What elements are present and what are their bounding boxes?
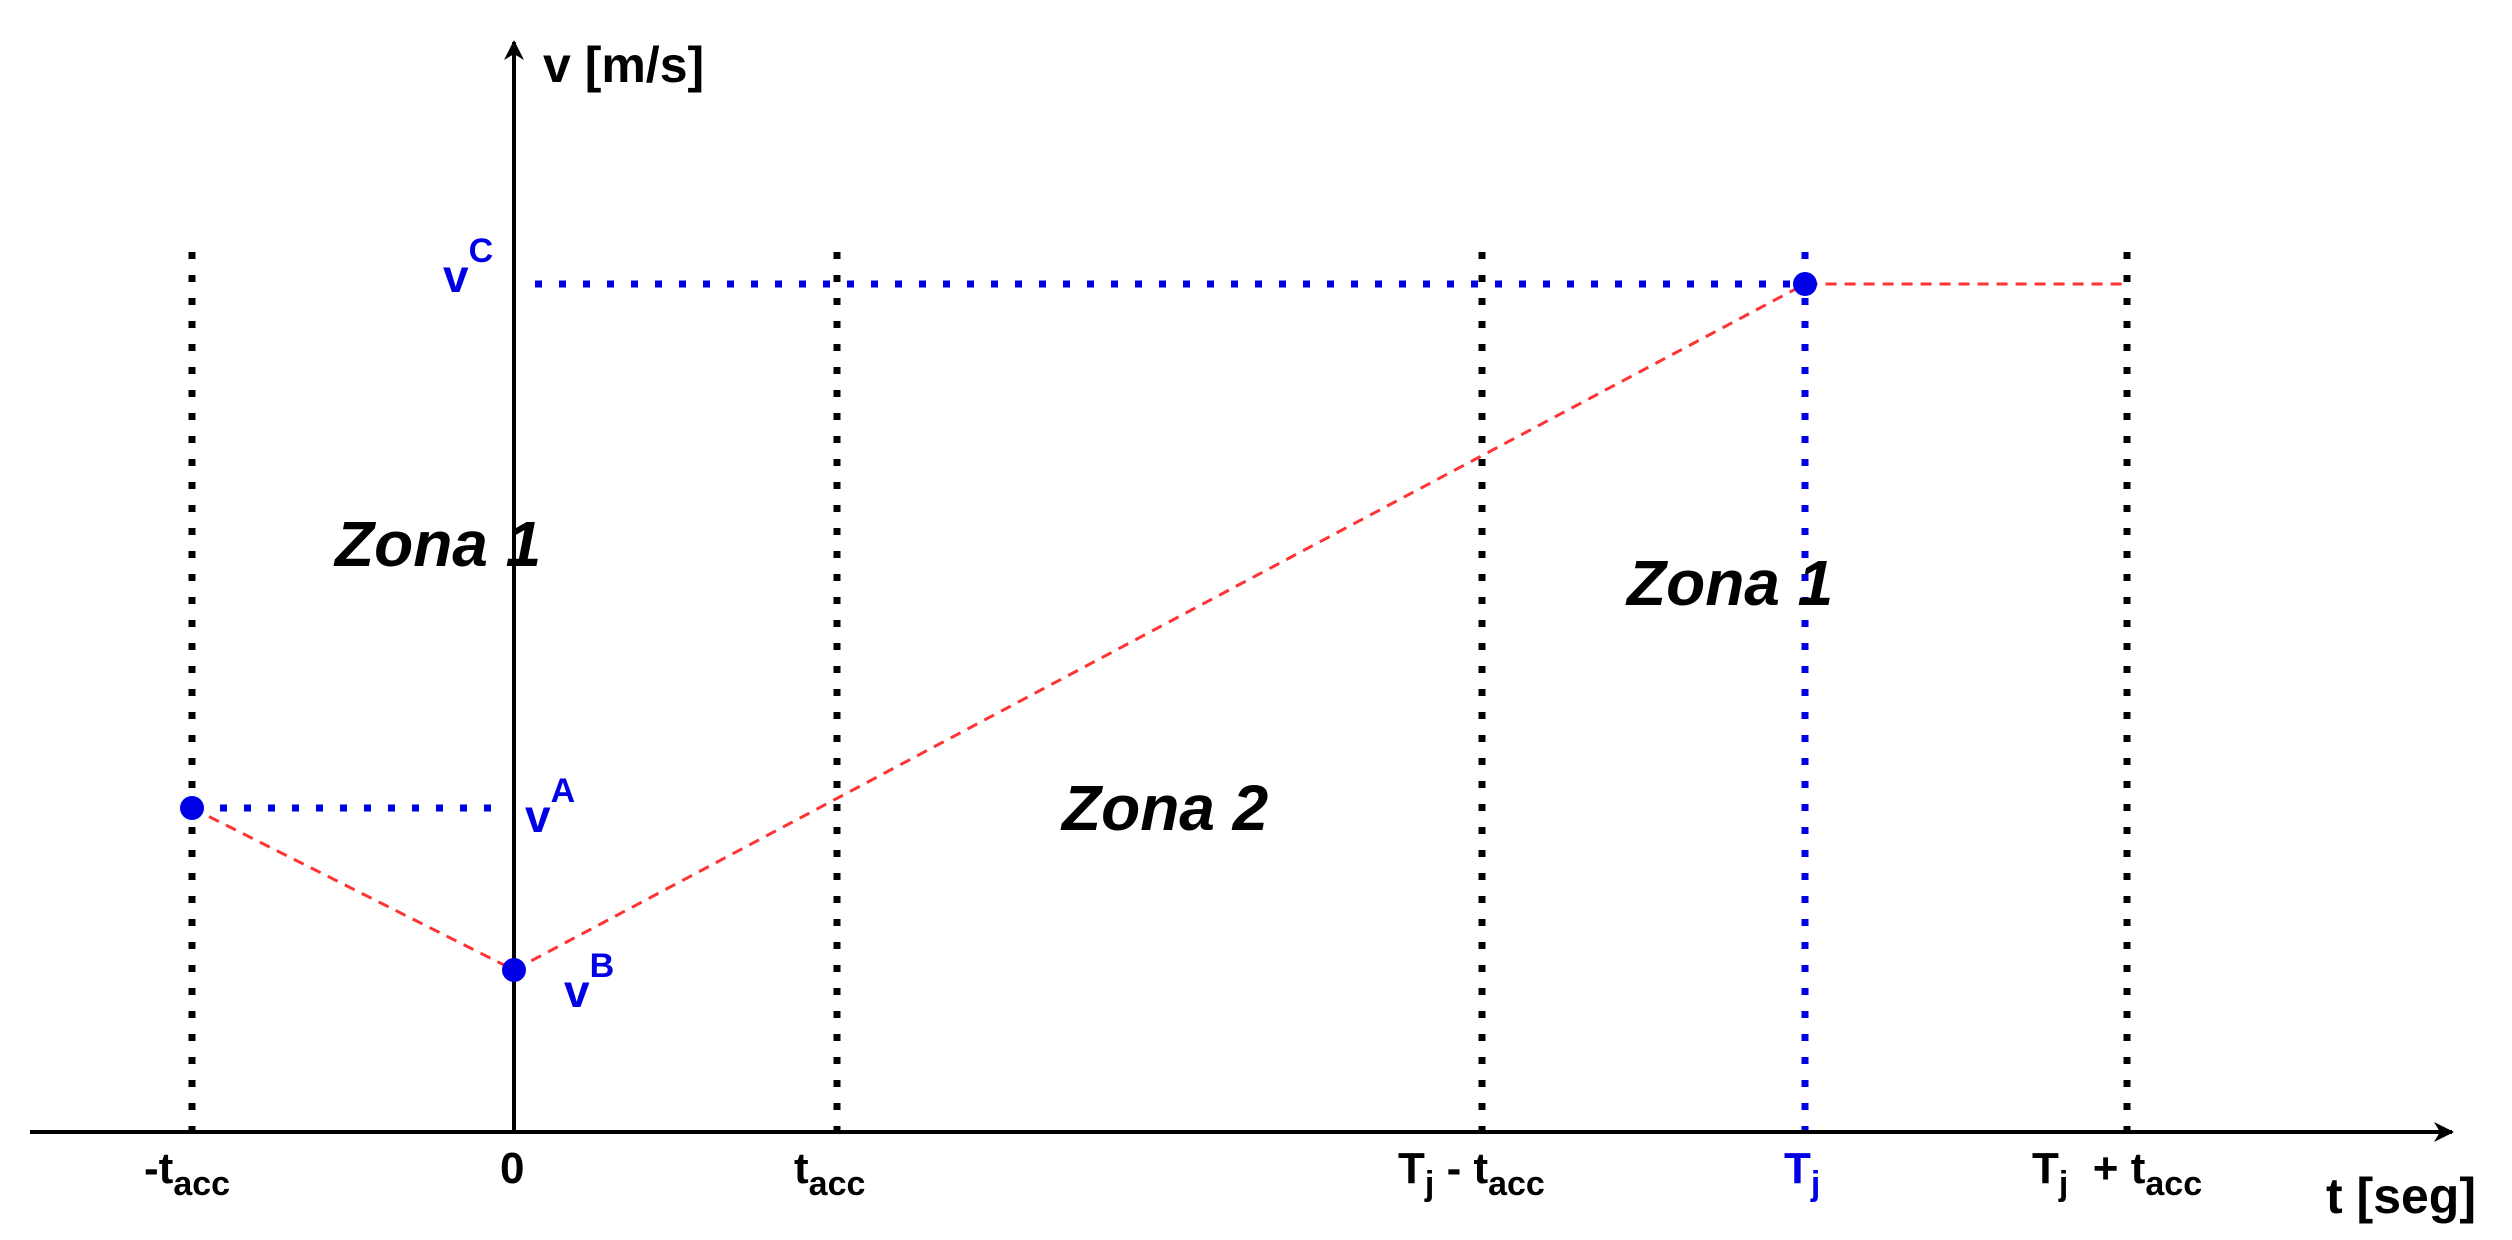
y-axis-label: v [m/s] <box>543 37 704 93</box>
zone-label-right: Zona 1 <box>1625 547 1833 619</box>
tick-label-tacc: tacc <box>794 1144 865 1203</box>
vb-label: vB <box>564 947 614 1017</box>
zone-label-left: Zona 1 <box>333 508 541 580</box>
point-c <box>1793 272 1817 296</box>
tick-label-tj-plus-tacc: Tj + tacc <box>2032 1144 2202 1203</box>
zone-label-middle: Zona 2 <box>1060 772 1268 844</box>
tick-label-tj-minus-tacc: Tj - tacc <box>1398 1144 1545 1203</box>
point-a <box>180 796 204 820</box>
tick-label-zero: 0 <box>500 1144 524 1193</box>
tick-label-neg-tacc: -tacc <box>144 1144 230 1203</box>
velocity-profile-curve <box>191 282 2127 972</box>
va-label: vA <box>525 772 575 842</box>
vc-label: vC <box>443 232 493 302</box>
x-axis-label: t [seg] <box>2326 1168 2476 1224</box>
point-b <box>502 958 526 982</box>
tick-label-tj: Tj <box>1784 1144 1820 1203</box>
